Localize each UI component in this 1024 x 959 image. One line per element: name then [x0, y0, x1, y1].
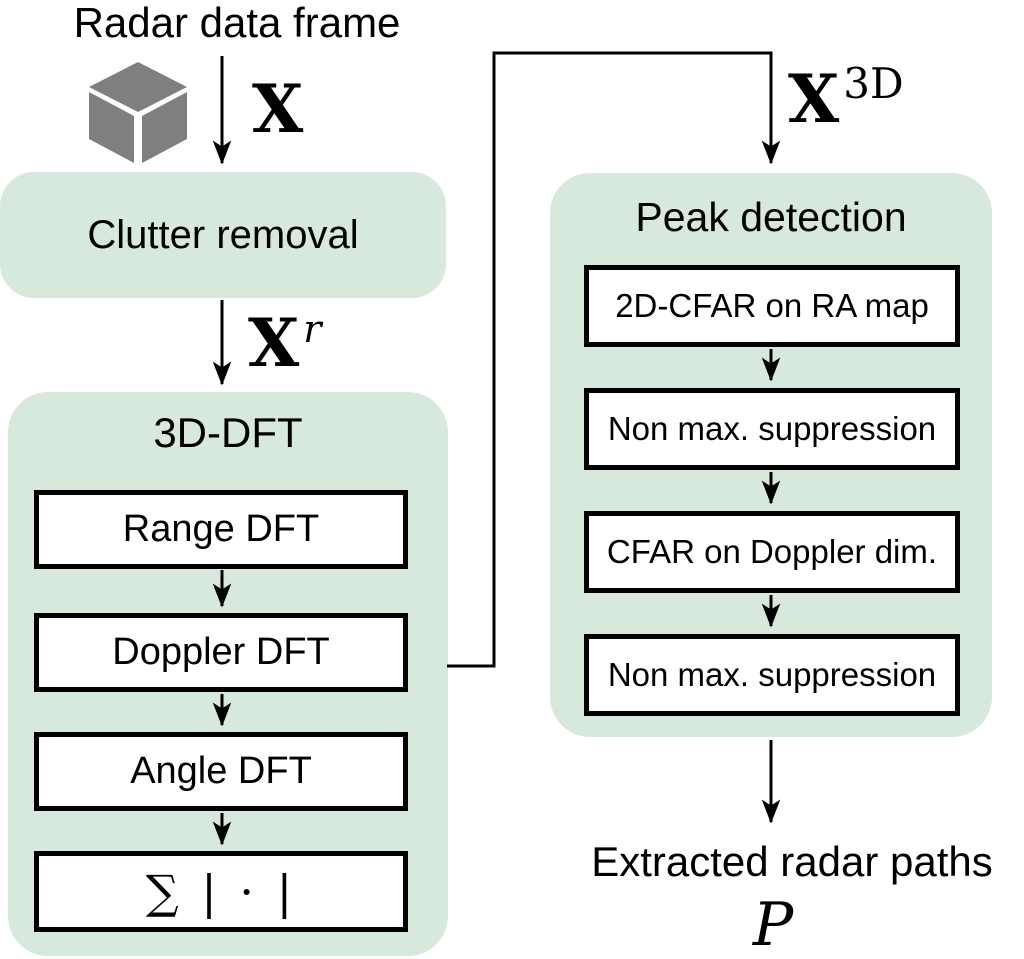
step-range-dft: Range DFT	[34, 490, 408, 569]
step-doppler-dft: Doppler DFT	[34, 613, 408, 692]
clutter-removal-panel: Clutter removal	[0, 172, 446, 298]
step-angle-dft: Angle DFT	[34, 732, 408, 811]
symbol-x: X	[252, 70, 304, 148]
step-sum-abs: ∑ | · |	[34, 851, 408, 932]
dft-panel-title: 3D-DFT	[153, 409, 303, 456]
input-title: Radar data frame	[73, 0, 401, 46]
data-cube-icon	[89, 62, 187, 163]
step-cfar-doppler-dim: CFAR on Doppler dim.	[584, 511, 960, 593]
output-label: Extracted radar paths	[591, 838, 993, 885]
output-symbol-p: P	[752, 890, 794, 959]
symbol-x-3d: X3D	[788, 59, 904, 138]
step-non-max-supp-1: Non max. suppression	[584, 388, 960, 470]
clutter-removal-label: Clutter removal	[87, 212, 359, 257]
peak-panel-title: Peak detection	[635, 194, 907, 240]
step-non-max-supp-2: Non max. suppression	[584, 634, 960, 716]
step-2d-cfar-ra-map: 2D-CFAR on RA map	[584, 265, 960, 347]
branch-connector	[447, 51, 781, 668]
